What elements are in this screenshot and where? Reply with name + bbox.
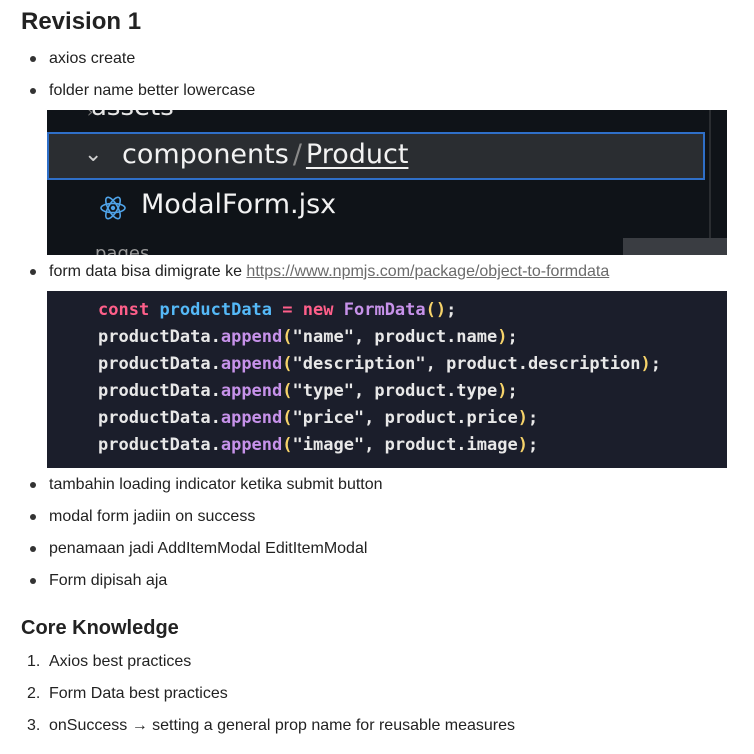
code-string: "type" — [292, 381, 354, 401]
bullet-dot — [30, 482, 36, 488]
explorer-next-folder: pages — [95, 243, 150, 255]
code-string: "description" — [292, 354, 426, 374]
code-method: append — [220, 354, 283, 374]
numbered-item-text: Form Data best practices — [49, 685, 228, 702]
code-object: productData — [98, 381, 211, 401]
bullet-dot — [30, 578, 36, 584]
code-method: append — [220, 435, 283, 455]
code-method: append — [220, 408, 283, 428]
list-item-text: penamaan jadi AddItemModal EditItemModal — [49, 540, 368, 557]
explorer-screenshot: › assets ⌄ components/Product ModalForm.… — [47, 110, 727, 255]
code-line: productData.append("name", product.name)… — [98, 327, 518, 347]
list-item-text: Form dipisah aja — [49, 572, 168, 589]
item-number: 2. — [27, 685, 41, 702]
folder-parent: components — [122, 139, 289, 170]
list-item-text: tambahin loading indicator ketika submit… — [49, 476, 383, 493]
react-icon — [100, 196, 126, 220]
list-item-text: form data bisa dimigrate ke https://www.… — [49, 261, 609, 283]
numbered-item-text: onSuccess → setting a general prop name … — [49, 717, 516, 734]
code-object: productData — [98, 327, 211, 347]
section-heading: Core Knowledge — [21, 617, 179, 639]
code-line: productData.append("description", produc… — [98, 354, 662, 374]
list-item-text-prefix: form data bisa dimigrate ke — [49, 263, 247, 280]
code-method: append — [220, 381, 283, 401]
code-variable: productData — [159, 300, 273, 320]
code-value: product.type — [374, 381, 498, 401]
code-value: product.description — [446, 354, 641, 374]
item-number: 1. — [27, 653, 41, 670]
page-title: Revision 1 — [21, 8, 142, 35]
code-class: FormData — [343, 300, 426, 320]
explorer-folder-path: components/Product — [122, 139, 408, 170]
code-string: "image" — [292, 435, 365, 455]
folder-child: Product — [305, 139, 409, 170]
list-item-text: folder name better lowercase — [49, 82, 256, 99]
list-item-text: modal form jadiin on success — [49, 508, 256, 525]
numbered-item-text: Axios best practices — [49, 653, 192, 670]
code-value: product.price — [384, 408, 518, 428]
explorer-selected-row — [47, 132, 705, 180]
code-operator: = — [282, 300, 293, 320]
code-line: const productData = new FormData(); — [98, 300, 457, 320]
bullet-dot — [30, 56, 36, 62]
code-value: product.name — [374, 327, 498, 347]
code-method: append — [220, 327, 283, 347]
code-keyword: const — [98, 300, 150, 320]
chevron-right-icon: › — [87, 110, 94, 121]
code-value: product.image — [384, 435, 518, 455]
code-screenshot: const productData = new FormData(); prod… — [47, 291, 727, 468]
code-string: "name" — [292, 327, 354, 347]
code-keyword: new — [302, 300, 334, 320]
code-object: productData — [98, 408, 211, 428]
path-separator: / — [292, 139, 302, 170]
item-number: 3. — [27, 717, 41, 734]
code-string: "price" — [292, 408, 365, 428]
bullet-dot — [30, 546, 36, 552]
explorer-previous-folder: assets — [91, 110, 174, 122]
bullet-dot — [30, 88, 36, 94]
explorer-panel-edge — [623, 238, 727, 255]
code-object: productData — [98, 354, 211, 374]
explorer-file: ModalForm.jsx — [141, 189, 337, 220]
code-line: productData.append("price", product.pric… — [98, 408, 539, 428]
code-line: productData.append("image", product.imag… — [98, 435, 539, 455]
scrollbar-track — [709, 110, 711, 255]
npm-link[interactable]: https://www.npmjs.com/package/object-to-… — [246, 263, 610, 280]
code-object: productData — [98, 435, 211, 455]
list-item-text: axios create — [49, 50, 136, 67]
bullet-dot — [30, 514, 36, 520]
code-line: productData.append("type", product.type)… — [98, 381, 518, 401]
bullet-dot — [30, 269, 36, 275]
chevron-down-icon: ⌄ — [84, 142, 103, 167]
